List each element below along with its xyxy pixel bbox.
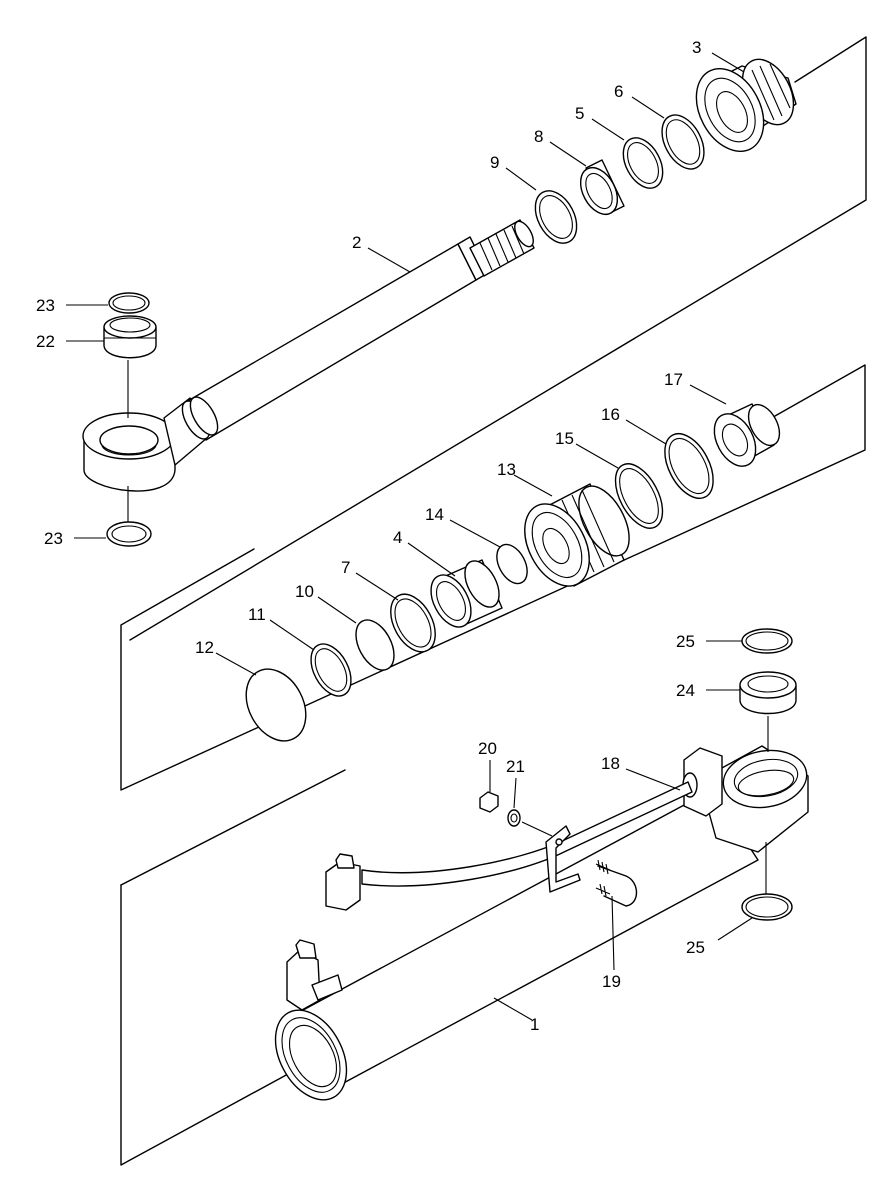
callout-6: 6 bbox=[614, 82, 623, 101]
callout-24: 24 bbox=[676, 681, 695, 700]
piston-rod bbox=[82, 219, 535, 492]
part-9-ring bbox=[534, 190, 578, 244]
callout-23-upper: 23 bbox=[36, 296, 55, 315]
part-18-pipe bbox=[325, 781, 693, 911]
callout-17: 17 bbox=[664, 370, 683, 389]
part-13-piston bbox=[524, 483, 630, 587]
callout-16: 16 bbox=[601, 405, 620, 424]
callout-12: 12 bbox=[195, 638, 214, 657]
part-4-spacer bbox=[430, 559, 503, 628]
callout-4: 4 bbox=[393, 528, 402, 547]
part-21-washer bbox=[507, 809, 521, 827]
part-5-ring bbox=[622, 137, 664, 189]
callout-11: 11 bbox=[248, 605, 266, 624]
callout-2: 2 bbox=[352, 233, 361, 252]
part-3-gland bbox=[695, 58, 797, 153]
part-1-cylinder-tube bbox=[274, 745, 809, 1101]
part-17-nut bbox=[713, 403, 781, 467]
callout-labels: 1 2 3 4 5 6 7 8 9 10 11 12 13 14 15 16 1… bbox=[36, 38, 705, 1034]
part-23-upper-ring bbox=[108, 292, 150, 314]
part-7-ring bbox=[390, 593, 436, 653]
part-20-bolt bbox=[479, 791, 499, 813]
callout-10: 10 bbox=[295, 582, 314, 601]
callout-22: 22 bbox=[36, 332, 55, 351]
part-25-lower-ring bbox=[741, 893, 793, 921]
part-8-seal bbox=[579, 159, 625, 216]
part-10-ring bbox=[355, 619, 395, 671]
leader-lines bbox=[66, 52, 753, 1021]
part-16-ring bbox=[664, 433, 714, 499]
part-24-bushing bbox=[739, 671, 797, 715]
callout-14: 14 bbox=[425, 505, 444, 524]
part-6-ring bbox=[661, 114, 705, 170]
part-14-ring bbox=[496, 543, 528, 585]
part-22-bushing bbox=[103, 315, 157, 359]
callout-8: 8 bbox=[534, 127, 543, 146]
panel-piston-group bbox=[120, 364, 866, 791]
panel-rod-group bbox=[129, 36, 867, 641]
callout-25-lower: 25 bbox=[686, 938, 705, 957]
part-12-ring bbox=[245, 668, 307, 742]
part-19-u-bolt bbox=[595, 859, 638, 907]
callout-5: 5 bbox=[575, 104, 584, 123]
callout-20: 20 bbox=[478, 739, 497, 758]
part-23-lower-ring bbox=[106, 521, 152, 547]
part-15-ring bbox=[614, 463, 664, 529]
callout-9: 9 bbox=[490, 153, 499, 172]
callout-19: 19 bbox=[602, 972, 621, 991]
callout-23-lower: 23 bbox=[44, 529, 63, 548]
callout-13: 13 bbox=[497, 460, 516, 479]
callout-15: 15 bbox=[555, 429, 574, 448]
callout-25-upper: 25 bbox=[676, 632, 695, 651]
callout-1: 1 bbox=[530, 1015, 539, 1034]
callout-7: 7 bbox=[341, 558, 350, 577]
callout-21: 21 bbox=[506, 757, 525, 776]
part-11-ring bbox=[310, 643, 352, 697]
callout-18: 18 bbox=[601, 754, 620, 773]
part-25-upper-ring bbox=[741, 628, 793, 654]
callout-3: 3 bbox=[692, 38, 701, 57]
